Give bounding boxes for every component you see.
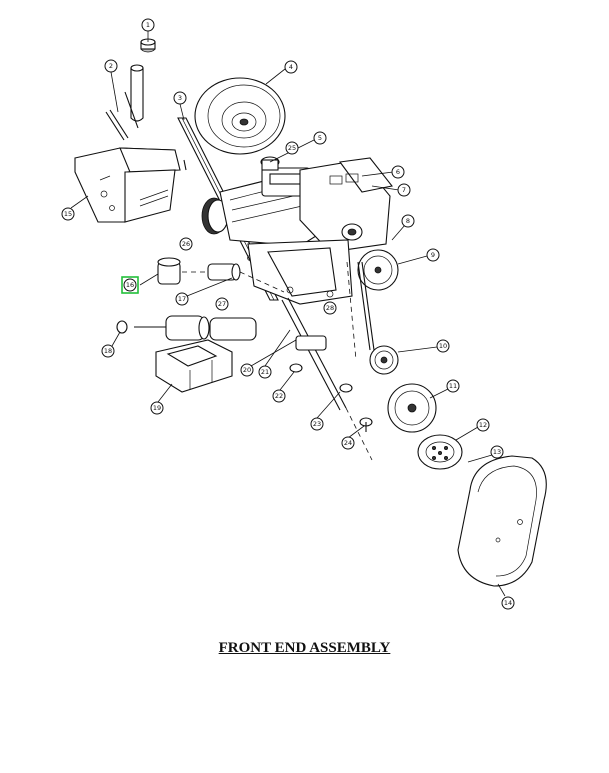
upright-post [105,64,144,141]
bushing-set [157,257,285,293]
callout-19: 19 [150,401,164,415]
mounting-bracket [74,147,181,223]
svg-text:13: 13 [493,448,501,456]
callout-26: 26 [179,237,193,251]
diagram-title: FRONT END ASSEMBLY [218,640,391,656]
svg-text:2: 2 [109,62,113,70]
callout-13: 13 [490,445,504,459]
callout-9: 9 [426,248,440,262]
svg-text:19: 19 [153,404,161,412]
roller-shaft [116,315,257,341]
gearbox [299,157,393,253]
wheel [194,77,286,155]
svg-text:6: 6 [396,168,400,176]
svg-text:10: 10 [439,342,447,350]
svg-text:11: 11 [449,382,457,390]
housing-plate [247,239,353,305]
callout-17: 17 [175,292,189,306]
svg-text:26: 26 [182,240,190,248]
cap-nut [140,38,156,53]
svg-text:5: 5 [318,134,322,142]
flange-disc [417,434,463,470]
svg-text:9: 9 [431,251,435,259]
sprocket-small-upper [357,249,399,291]
sprocket-middle [369,345,399,375]
svg-text:27: 27 [218,300,226,308]
callout-28: 28 [323,301,337,315]
svg-text:8: 8 [406,217,410,225]
callout-10: 10 [436,339,450,353]
svg-text:22: 22 [275,392,283,400]
svg-text:7: 7 [402,186,406,194]
svg-text:24: 24 [344,439,352,447]
callout-3: 3 [173,91,187,105]
callout-21: 21 [258,365,272,379]
svg-text:16: 16 [126,281,134,289]
svg-text:18: 18 [104,347,112,355]
motor [201,156,317,247]
callout-24: 24 [341,436,355,450]
callout-14: 14 [501,596,515,610]
callout-8: 8 [401,214,415,228]
leader-lines [70,31,506,597]
svg-text:20: 20 [243,366,251,374]
svg-text:25: 25 [288,144,296,152]
svg-text:21: 21 [261,368,269,376]
svg-text:17: 17 [178,295,186,303]
svg-text:4: 4 [289,63,293,71]
callout-1: 1 [141,18,155,32]
callout-25: 25 [285,141,299,155]
svg-text:12: 12 [479,421,487,429]
svg-text:1: 1 [146,21,150,29]
callout-18: 18 [101,344,115,358]
svg-text:15: 15 [64,210,72,218]
main-shaft [281,297,373,461]
callout-5: 5 [313,131,327,145]
callout-2: 2 [104,59,118,73]
callout-11: 11 [446,379,460,393]
svg-text:23: 23 [313,420,321,428]
svg-text:28: 28 [326,304,334,312]
sprocket-large [387,383,437,433]
callout-7: 7 [397,183,411,197]
callout-22: 22 [272,389,286,403]
drive-chain [346,261,375,361]
callout-6: 6 [391,165,405,179]
callout-23: 23 [310,417,324,431]
svg-text:3: 3 [178,94,182,102]
callout-15: 15 [61,207,75,221]
callout-4: 4 [284,60,298,74]
cradle-mount [155,339,233,393]
callout-20: 20 [240,363,254,377]
svg-text:14: 14 [504,599,512,607]
callout-16: 16 [123,278,137,292]
selection-highlight [121,276,139,294]
cover-housing [457,455,547,587]
callout-27: 27 [215,297,229,311]
callout-12: 12 [476,418,490,432]
